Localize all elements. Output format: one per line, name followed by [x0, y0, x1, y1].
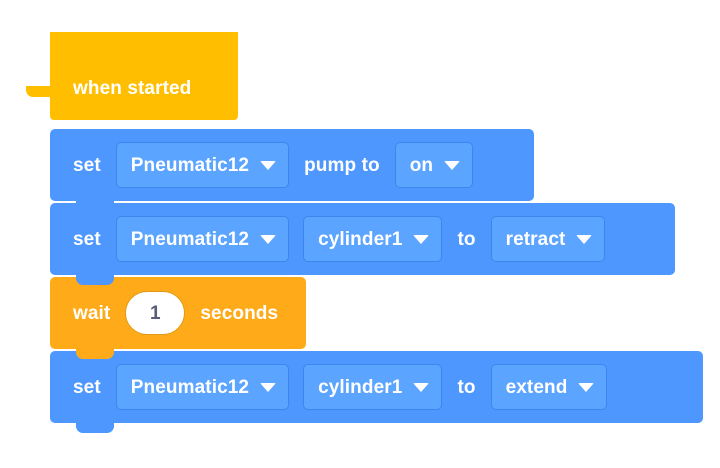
port-dropdown-extend[interactable]: cylinder1 — [303, 364, 443, 410]
pump-state-dropdown[interactable]: on — [394, 142, 474, 188]
set-keyword-label: set — [73, 154, 101, 176]
chevron-down-icon — [260, 160, 277, 170]
to-keyword-label: to — [457, 228, 476, 250]
port-dropdown-extend-value: cylinder1 — [318, 376, 403, 398]
cylinder-state-dropdown-retract[interactable]: retract — [490, 216, 606, 262]
device-dropdown-retract[interactable]: Pneumatic12 — [115, 216, 290, 262]
device-dropdown-extend[interactable]: Pneumatic12 — [115, 364, 290, 410]
pump-to-label: pump to — [304, 154, 380, 176]
device-dropdown-pump[interactable]: Pneumatic12 — [115, 142, 290, 188]
seconds-unit-label: seconds — [200, 302, 279, 324]
port-dropdown-retract-value: cylinder1 — [318, 228, 403, 250]
hat-dome-shape — [50, 32, 238, 82]
wait-keyword-label: wait — [73, 302, 111, 324]
block-bottom-nub — [76, 200, 114, 211]
chevron-down-icon — [260, 234, 277, 244]
pump-state-value: on — [409, 154, 434, 176]
when-started-bottom-nub — [26, 86, 64, 97]
block-bottom-nub — [76, 348, 114, 359]
block-when-started[interactable]: when started — [50, 32, 238, 120]
chevron-down-icon — [578, 382, 595, 392]
port-dropdown-retract[interactable]: cylinder1 — [303, 216, 443, 262]
device-dropdown-pump-value: Pneumatic12 — [130, 154, 250, 176]
chevron-down-icon — [413, 382, 430, 392]
device-dropdown-retract-value: Pneumatic12 — [130, 228, 250, 250]
set-keyword-label: set — [73, 228, 101, 250]
cylinder-state-retract-value: retract — [505, 228, 566, 250]
cylinder-state-dropdown-extend[interactable]: extend — [490, 364, 608, 410]
device-dropdown-extend-value: Pneumatic12 — [130, 376, 250, 398]
cylinder-state-extend-value: extend — [505, 376, 568, 398]
block-set-cylinder-extend[interactable]: set Pneumatic12 cylinder1 to extend — [50, 351, 703, 433]
to-keyword-label: to — [457, 376, 476, 398]
wait-duration-value: 1 — [150, 302, 161, 324]
block-bottom-nub — [76, 422, 114, 433]
wait-duration-input[interactable]: 1 — [125, 291, 186, 335]
chevron-down-icon — [260, 382, 277, 392]
set-keyword-label: set — [73, 376, 101, 398]
block-set-pneumatic-pump[interactable]: set Pneumatic12 pump to on — [50, 129, 534, 211]
chevron-down-icon — [444, 160, 461, 170]
chevron-down-icon — [576, 234, 593, 244]
when-started-label: when started — [73, 77, 192, 99]
block-wait-seconds[interactable]: wait 1 seconds — [50, 277, 306, 359]
block-bottom-nub — [76, 274, 114, 285]
block-set-cylinder-retract[interactable]: set Pneumatic12 cylinder1 to retract — [50, 203, 675, 285]
chevron-down-icon — [413, 234, 430, 244]
